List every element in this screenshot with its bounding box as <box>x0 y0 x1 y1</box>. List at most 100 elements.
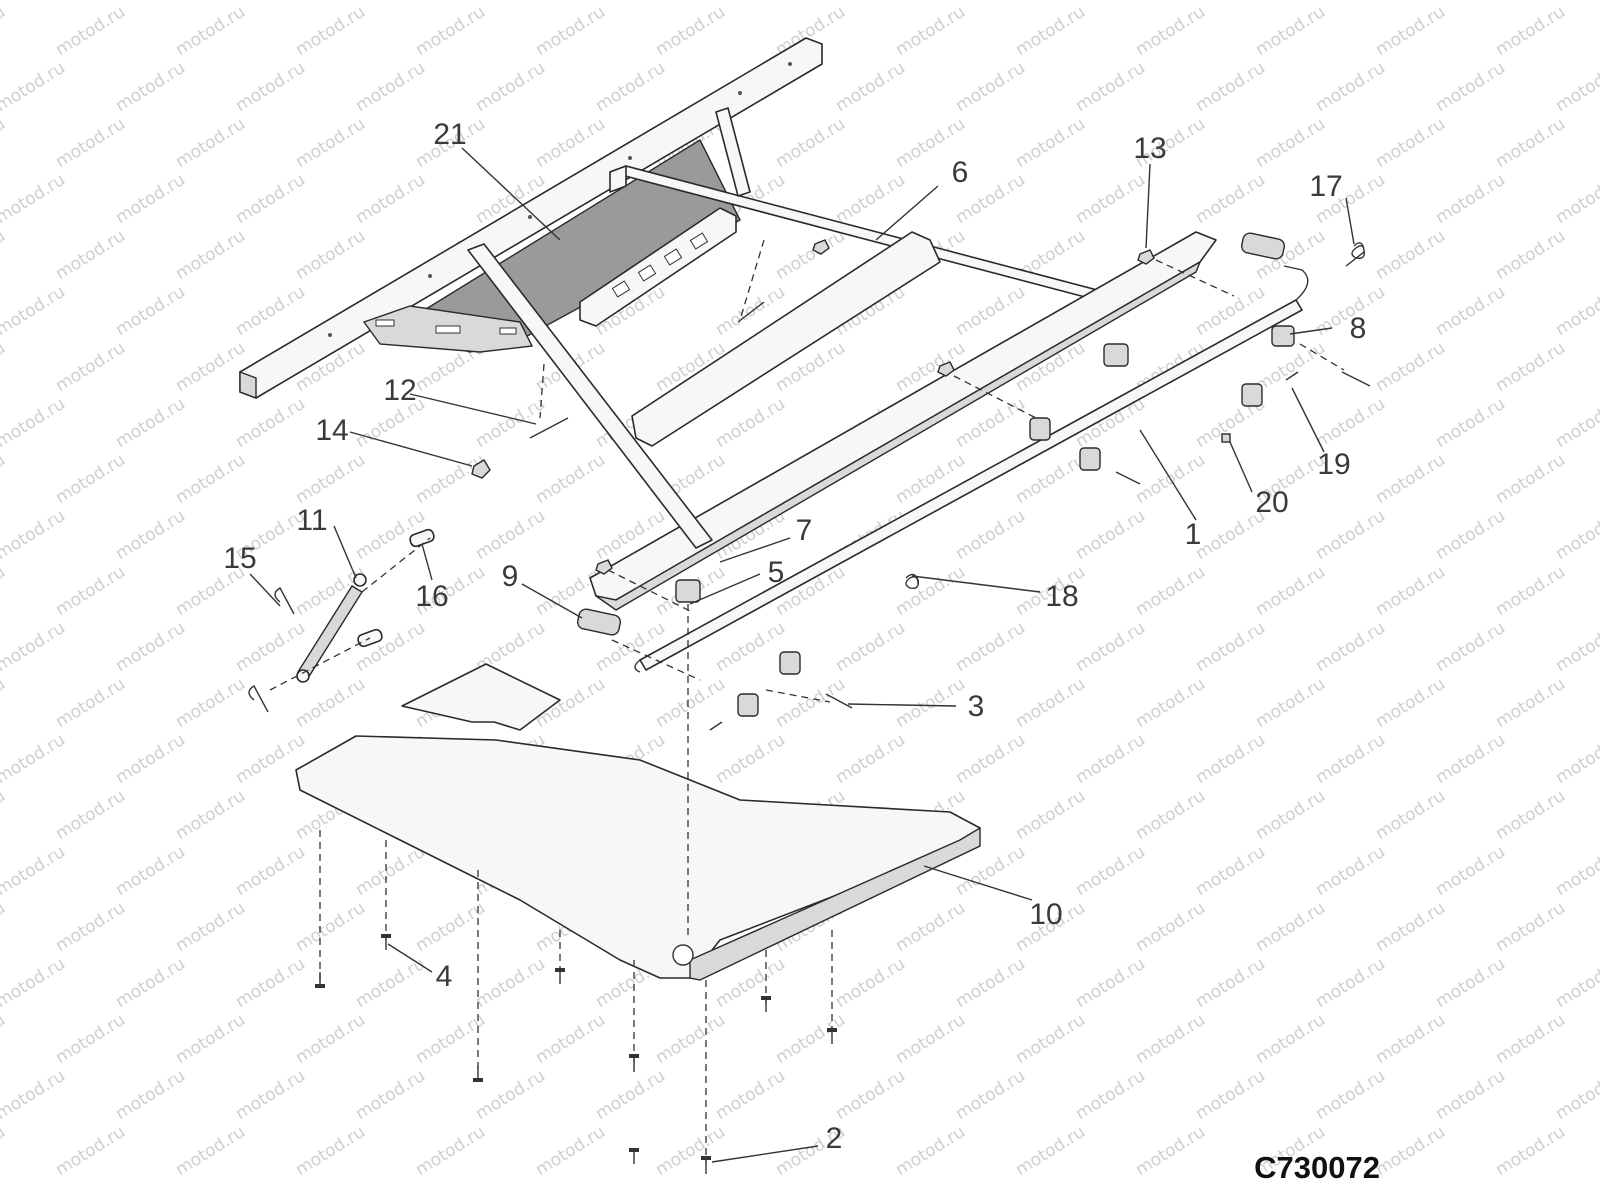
callout-6: 6 <box>952 156 969 189</box>
watermark: motod.ru <box>1012 674 1089 732</box>
watermark: motod.ru <box>0 898 9 956</box>
watermark: motod.ru <box>412 450 489 508</box>
bumper-front <box>576 608 622 636</box>
watermark: motod.ru <box>172 226 249 284</box>
screw <box>555 968 565 984</box>
pin-19b <box>709 721 723 731</box>
watermark: motod.ru <box>1372 898 1449 956</box>
watermark: motod.ru <box>1432 394 1509 452</box>
watermark: motod.ru <box>1012 786 1089 844</box>
bolt-3c <box>1341 371 1371 387</box>
watermark: motod.ru <box>1432 1066 1509 1124</box>
callout-11: 11 <box>296 504 327 537</box>
watermark: motod.ru <box>1372 450 1449 508</box>
watermark: motod.ru <box>652 674 729 732</box>
watermark: motod.ru <box>232 394 309 452</box>
watermark: motod.ru <box>1192 954 1269 1012</box>
callout-2: 2 <box>826 1122 843 1155</box>
watermark: motod.ru <box>1552 506 1600 564</box>
watermark: motod.ru <box>52 1010 129 1068</box>
skid-plate-tab <box>401 663 561 731</box>
watermark: motod.ru <box>772 1010 849 1068</box>
watermark: motod.ru <box>352 842 429 900</box>
callout-8: 8 <box>1350 312 1367 345</box>
watermark: motod.ru <box>0 842 69 900</box>
nut-14 <box>471 459 491 479</box>
hairpin-clip-b <box>248 685 269 713</box>
watermark: motod.ru <box>592 1066 669 1124</box>
callout-9: 9 <box>502 560 519 593</box>
watermark: motod.ru <box>1192 730 1269 788</box>
watermark: motod.ru <box>112 170 189 228</box>
watermark: motod.ru <box>892 1010 969 1068</box>
watermark: motod.ru <box>1552 1066 1600 1124</box>
watermark: motod.ru <box>1372 2 1449 60</box>
watermark: motod.ru <box>1252 562 1329 620</box>
watermark: motod.ru <box>1312 842 1389 900</box>
watermark: motod.ru <box>1492 2 1569 60</box>
watermark: motod.ru <box>352 58 429 116</box>
watermark: motod.ru <box>952 58 1029 116</box>
watermark: motod.ru <box>172 1122 249 1180</box>
screws <box>315 934 837 1174</box>
watermark: motod.ru <box>0 954 69 1012</box>
watermark: motod.ru <box>1552 954 1600 1012</box>
callout-3: 3 <box>968 690 985 723</box>
clamp-8c <box>1029 417 1051 441</box>
rear-bracket-post <box>715 107 751 197</box>
watermark: motod.ru <box>172 786 249 844</box>
watermark: motod.ru <box>1192 842 1269 900</box>
watermark: motod.ru <box>172 674 249 732</box>
watermark: motod.ru <box>52 898 129 956</box>
watermark: motod.ru <box>0 1010 9 1068</box>
watermark: motod.ru <box>472 394 549 452</box>
nut-13d <box>812 239 830 255</box>
nut-13b <box>937 361 955 377</box>
watermark: motod.ru <box>952 618 1029 676</box>
watermark: motod.ru <box>1132 674 1209 732</box>
watermark: motod.ru <box>172 2 249 60</box>
watermark: motod.ru <box>292 114 369 172</box>
small-parts <box>248 232 1371 731</box>
watermark: motod.ru <box>112 954 189 1012</box>
watermark: motod.ru <box>1432 842 1509 900</box>
watermark: motod.ru <box>1072 842 1149 900</box>
watermark: motod.ru <box>1312 618 1389 676</box>
watermark: motod.ru <box>1192 1066 1269 1124</box>
watermark: motod.ru <box>712 730 789 788</box>
watermark: motod.ru <box>292 898 369 956</box>
strut-end-top <box>353 573 367 587</box>
callout-5: 5 <box>768 556 785 589</box>
watermark: motod.ru <box>412 2 489 60</box>
watermark: motod.ru <box>1312 730 1389 788</box>
watermark: motod.ru <box>412 1122 489 1180</box>
bolt-3 <box>825 693 853 709</box>
watermark: motod.ru <box>1372 1122 1449 1180</box>
callout-12: 12 <box>383 374 416 407</box>
watermark: motod.ru <box>1312 954 1389 1012</box>
drawing-code: C730072 <box>1254 1150 1380 1185</box>
watermark: motod.ru <box>892 2 969 60</box>
watermark: motod.ru <box>1132 1122 1209 1180</box>
watermark: motod.ru <box>1552 282 1600 340</box>
watermark: motod.ru <box>112 1066 189 1124</box>
watermark: motod.ru <box>472 0 549 4</box>
watermark: motod.ru <box>292 1010 369 1068</box>
watermark: motod.ru <box>952 730 1029 788</box>
watermark: motod.ru <box>1252 114 1329 172</box>
watermark: motod.ru <box>832 0 909 4</box>
watermark: motod.ru <box>712 0 789 4</box>
nut-20 <box>1221 433 1231 443</box>
clamp-8f <box>737 693 759 717</box>
watermark: motod.ru <box>232 170 309 228</box>
watermark: motod.ru <box>1012 2 1089 60</box>
watermark: motod.ru <box>52 786 129 844</box>
watermark: motod.ru <box>1132 786 1209 844</box>
watermark: motod.ru <box>1012 1010 1089 1068</box>
watermark: motod.ru <box>112 730 189 788</box>
watermark: motod.ru <box>712 1066 789 1124</box>
screw <box>629 1148 639 1164</box>
watermark: motod.ru <box>1072 1066 1149 1124</box>
watermark: motod.ru <box>1192 170 1269 228</box>
